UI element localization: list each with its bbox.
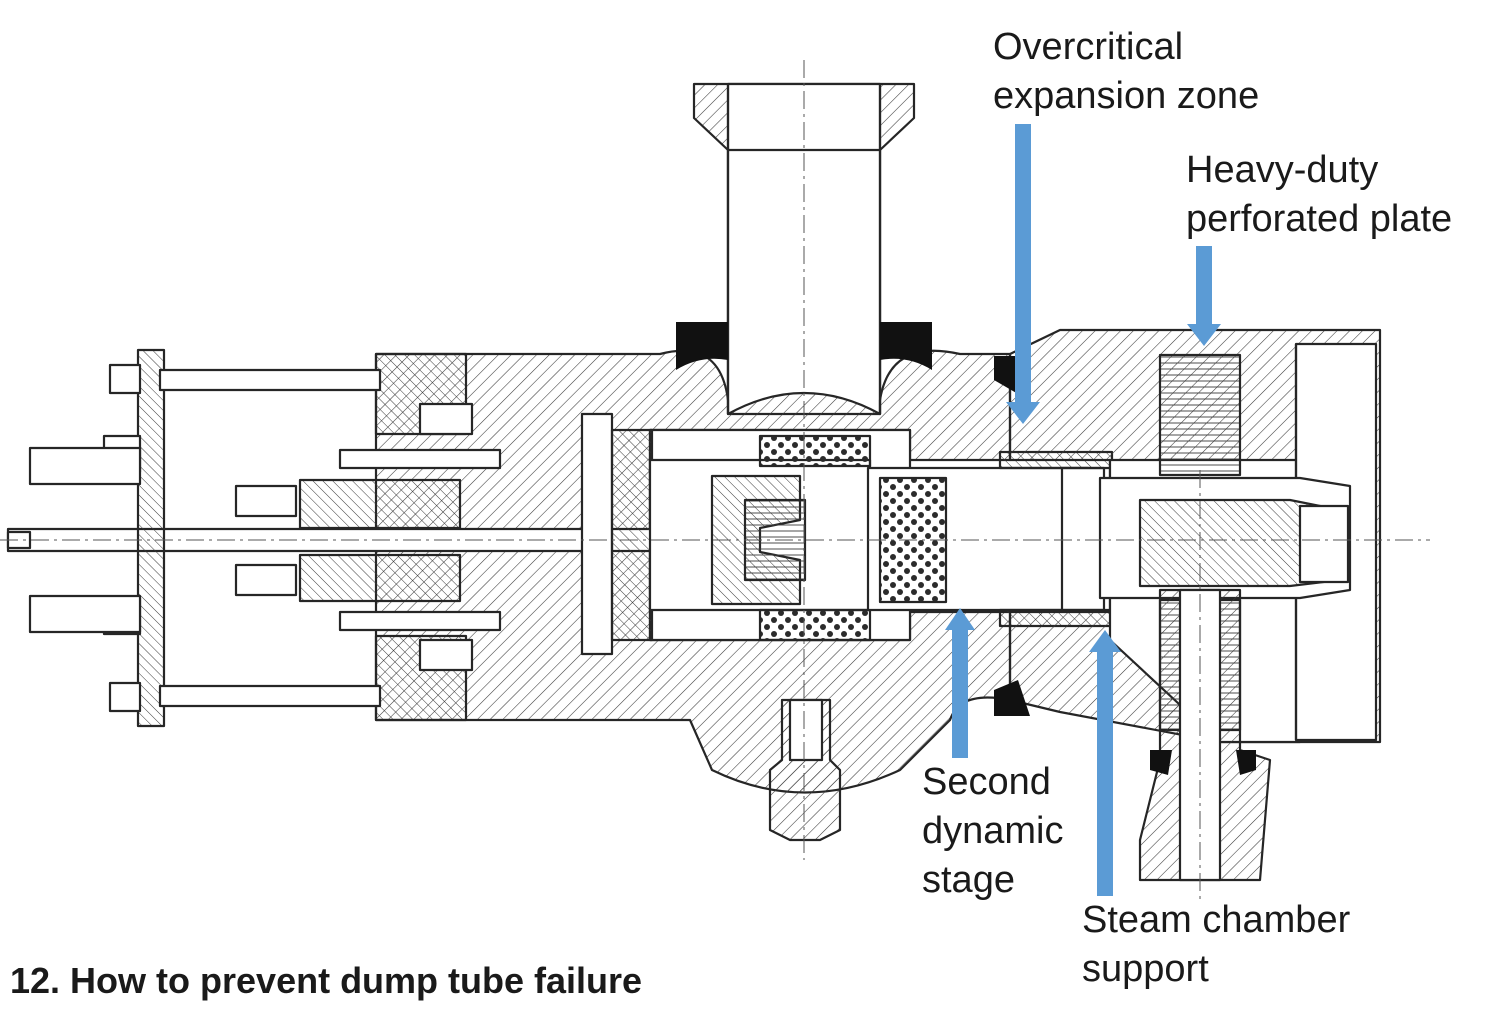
label-line: Steam chamber bbox=[1082, 899, 1351, 941]
second-stage-cylinder bbox=[866, 450, 1114, 628]
label-line: Overcritical bbox=[993, 26, 1184, 68]
valve-disc-plates bbox=[580, 412, 654, 656]
label-line: dynamic bbox=[922, 810, 1064, 852]
valve-cage bbox=[648, 434, 872, 642]
label-line: support bbox=[1082, 948, 1209, 990]
label-line: perforated plate bbox=[1186, 198, 1453, 240]
steam-chamber bbox=[1098, 476, 1352, 600]
label-line: Second bbox=[922, 761, 1051, 803]
label-line: Heavy-duty bbox=[1186, 149, 1379, 191]
center-lines bbox=[0, 60, 1430, 900]
arrow-perforated-plate bbox=[1187, 246, 1221, 346]
label-heavy-duty-perforated-plate: Heavy-duty perforated plate bbox=[1186, 146, 1452, 244]
arrow-overcritical-expansion bbox=[1006, 124, 1040, 424]
figure-caption: 12. How to prevent dump tube failure bbox=[10, 960, 643, 1001]
label-line: stage bbox=[922, 859, 1015, 901]
label-steam-chamber-support: Steam chamber support bbox=[1082, 896, 1350, 994]
arrow-second-dynamic-stage bbox=[945, 608, 975, 758]
yoke-assembly bbox=[28, 348, 502, 728]
callout-arrows bbox=[945, 124, 1221, 896]
drain-nozzle bbox=[768, 698, 842, 842]
packing-flange bbox=[298, 352, 474, 722]
label-line: expansion zone bbox=[993, 75, 1260, 117]
arrow-steam-chamber-support bbox=[1089, 630, 1121, 896]
label-overcritical-expansion-zone: Overcritical expansion zone bbox=[993, 23, 1259, 121]
label-second-dynamic-stage: Second dynamic stage bbox=[922, 758, 1064, 905]
